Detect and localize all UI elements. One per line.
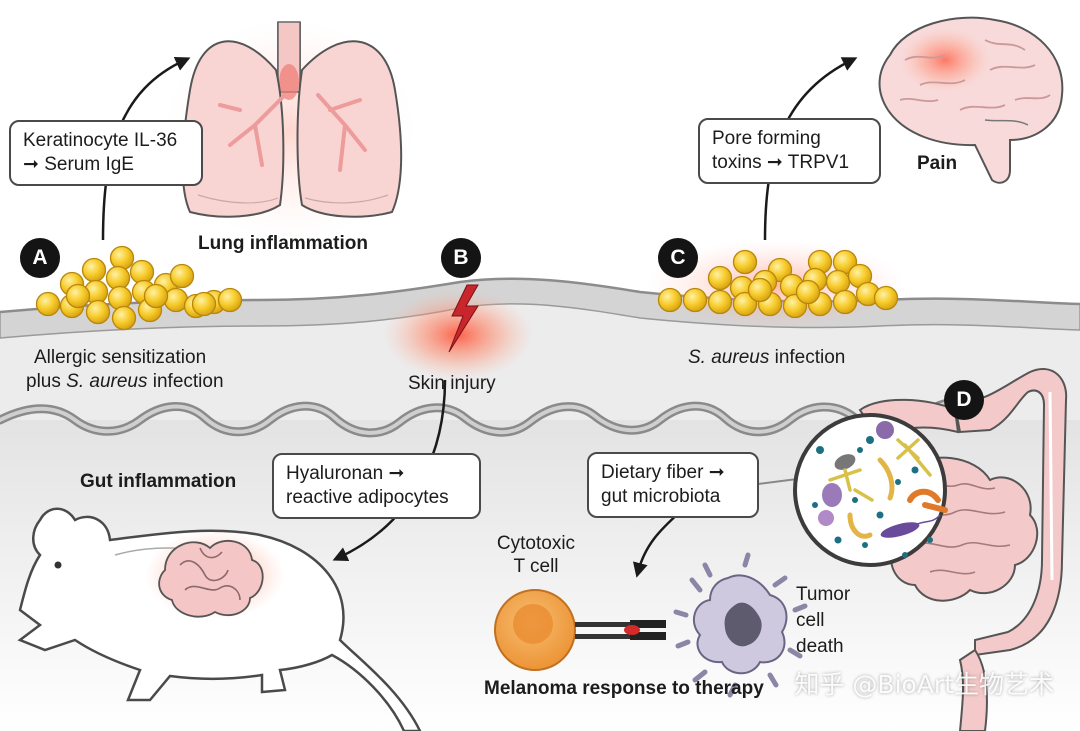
staph-bacterium [191, 291, 217, 317]
staph-bacterium [143, 283, 169, 309]
label-melanoma: Melanoma response to therapy [484, 678, 764, 699]
microbiota-icon [793, 413, 948, 567]
staph-bacterium [732, 291, 758, 317]
label-tumor: Tumor cell death [796, 582, 850, 660]
box-keratinocyte: Keratinocyte IL-36 ➞ Serum IgE [9, 120, 203, 186]
box-hyaluronan-line2: reactive adipocytes [286, 487, 449, 508]
staph-bacterium [707, 265, 733, 291]
box-dietary-line2: gut microbiota [601, 486, 721, 507]
arrow-glyph: ➞ [388, 463, 405, 484]
box-hyaluronan: Hyaluronan ➞ reactive adipocytes [272, 453, 481, 519]
label-allergic: Allergic sensitization plus S. aureus in… [26, 346, 224, 394]
staph-bacterium [111, 305, 137, 331]
box-keratinocyte-target: Serum IgE [44, 154, 134, 175]
box-keratinocyte-line1: Keratinocyte IL-36 [23, 130, 178, 151]
arrow-glyph: ➞ [23, 154, 39, 175]
staph-bacterium [657, 287, 683, 313]
staph-bacterium [35, 291, 61, 317]
label-tumor-line3: death [796, 636, 844, 657]
staph-bacterium [85, 299, 111, 325]
box-pore-suffix: TRPV1 [787, 152, 850, 173]
label-pain: Pain [917, 153, 958, 174]
tumor-cell-icon [673, 552, 808, 698]
label-cytotoxic: Cytotoxic T cell [488, 532, 584, 578]
t-cell-icon [494, 589, 666, 671]
badge-d: D [944, 380, 984, 420]
staph-bacterium [732, 249, 758, 275]
staph-bacterium [873, 285, 899, 311]
staph-cluster-a [35, 245, 243, 331]
label-lung-inflammation: Lung inflammation [198, 233, 368, 254]
badge-a: A [20, 238, 60, 278]
label-allergic-suffix: infection [147, 371, 224, 392]
staph-bacterium [81, 257, 107, 283]
skin-injury [383, 284, 533, 380]
brain-icon [878, 16, 1064, 184]
staph-bacterium [65, 283, 91, 309]
label-tumor-line2: cell [796, 610, 825, 631]
box-hyaluronan-line1: Hyaluronan ➞ [286, 462, 467, 486]
label-saureus-species: S. aureus [688, 347, 770, 368]
box-keratinocyte-line2: ➞ Serum IgE [23, 153, 189, 177]
staph-bacterium [682, 287, 708, 313]
mouse-intestine [158, 539, 264, 618]
label-saureus-infection: S. aureus infection [688, 346, 845, 369]
staph-bacterium [707, 289, 733, 315]
watermark: 知乎 @BioArt生物艺术 [794, 670, 1054, 699]
label-saureus-suffix: infection [769, 347, 846, 368]
staph-bacterium [795, 279, 821, 305]
staph-bacterium [217, 287, 243, 313]
badge-c: C [658, 238, 698, 278]
staph-bacterium [109, 245, 135, 271]
arrow-glyph: ➞ [708, 462, 725, 483]
label-tumor-line1: Tumor [796, 584, 851, 605]
staph-cluster-c [645, 240, 905, 330]
box-dietary-source: Dietary fiber [601, 462, 704, 483]
lightning-icon [448, 284, 479, 353]
staph-bacterium [169, 263, 195, 289]
label-allergic-species: S. aureus [66, 371, 148, 392]
box-pore-line2: toxins ➞ TRPV1 [712, 151, 867, 175]
box-dietary-line1: Dietary fiber ➞ [601, 461, 745, 485]
box-pore-prefix: toxins [712, 152, 762, 173]
box-dietary: Dietary fiber ➞ gut microbiota [587, 452, 759, 518]
label-gut-inflammation: Gut inflammation [80, 471, 237, 492]
badge-b: B [441, 238, 481, 278]
staph-bacterium [107, 285, 133, 311]
label-allergic-line1: Allergic sensitization [34, 347, 207, 368]
lung-icon [165, 20, 415, 240]
arrow-glyph: ➞ [766, 152, 783, 173]
intestine-icon [858, 367, 1068, 731]
box-hyaluronan-source: Hyaluronan [286, 463, 384, 484]
staph-bacterium [747, 277, 773, 303]
label-skin-injury: Skin injury [408, 373, 496, 394]
label-cytotoxic-line1: Cytotoxic [496, 533, 576, 554]
label-allergic-line2: plus S. aureus infection [26, 370, 224, 394]
box-pore: Pore forming toxins ➞ TRPV1 [698, 118, 881, 184]
box-pore-line1: Pore forming [712, 128, 821, 149]
mouse-icon [17, 507, 422, 731]
label-allergic-prefix: plus [26, 371, 67, 392]
label-cytotoxic-line2: T cell [513, 556, 559, 577]
staph-bacterium [832, 289, 858, 315]
